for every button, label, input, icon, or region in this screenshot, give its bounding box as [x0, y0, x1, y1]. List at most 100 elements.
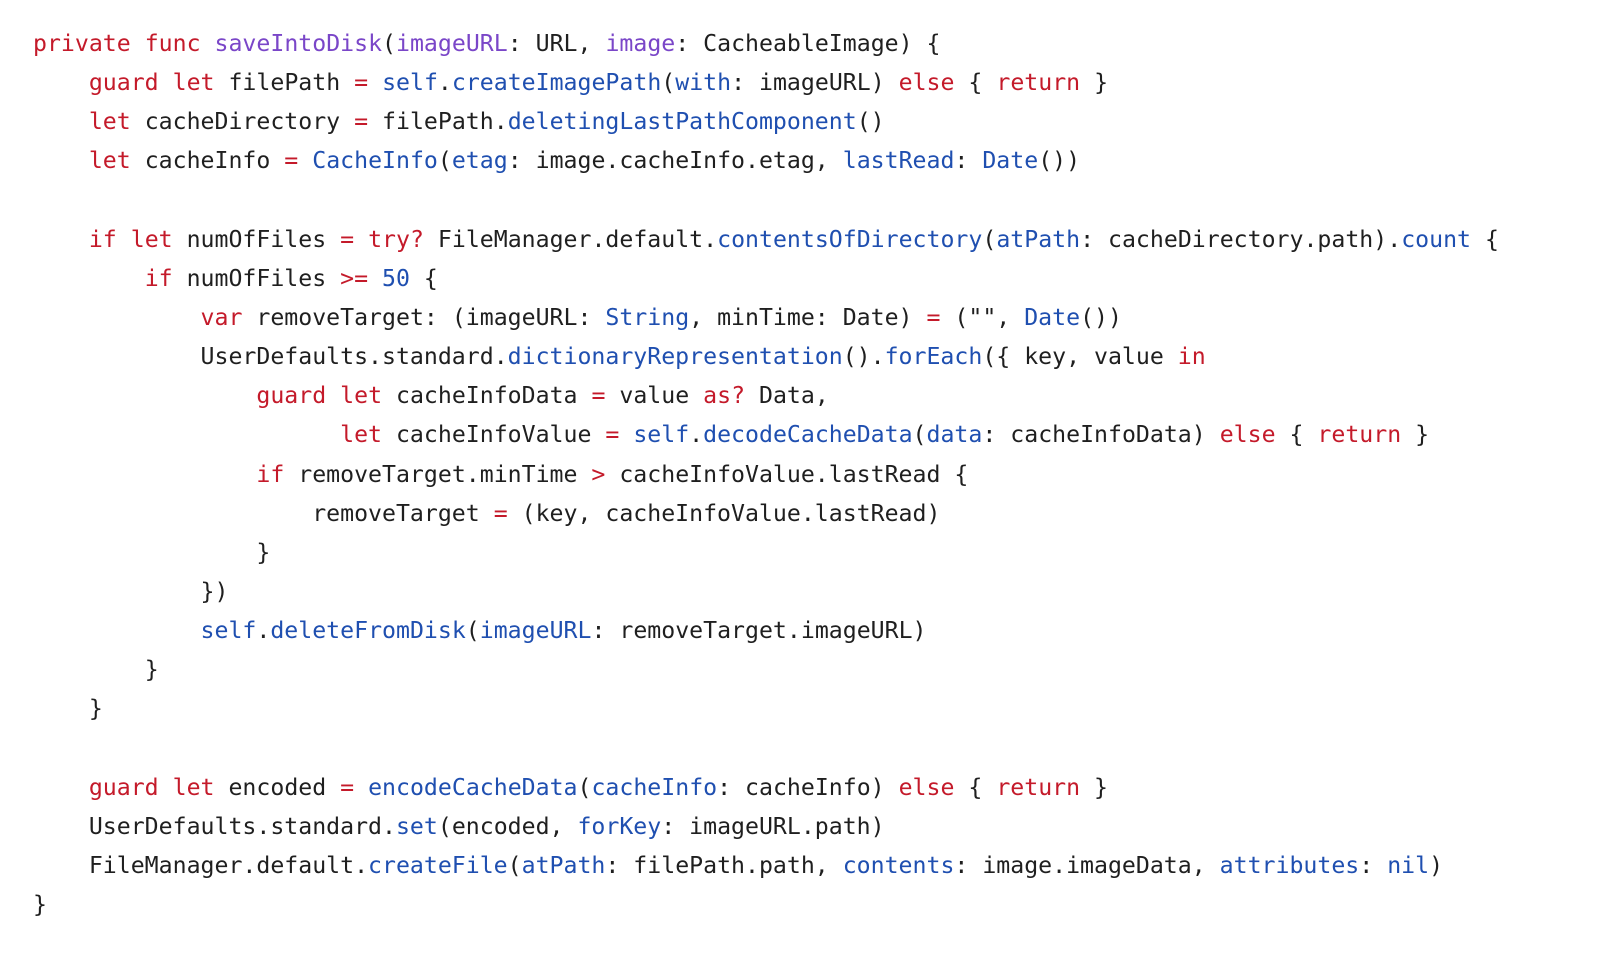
- code-token: as?: [703, 382, 746, 410]
- code-token: filePath: [214, 69, 355, 97]
- code-token: [354, 226, 368, 253]
- code-indent: [33, 695, 89, 722]
- code-token: .: [256, 617, 271, 645]
- code-token: self: [200, 617, 257, 645]
- code-line: }: [33, 885, 1499, 924]
- code-token: deleteFromDisk: [270, 617, 466, 645]
- code-token: encoded: [214, 773, 341, 801]
- code-token: String: [605, 303, 690, 331]
- code-token: [131, 30, 145, 57]
- code-token: }): [200, 577, 229, 605]
- code-token: removeTarget: (imageURL:: [242, 303, 606, 331]
- code-token: imageURL: [479, 617, 592, 645]
- code-indent: [33, 343, 201, 370]
- code-token: cacheInfoData: [382, 382, 592, 410]
- code-token: lastRead: [842, 147, 955, 175]
- code-token: numOfFiles: [172, 264, 341, 292]
- code-line: [33, 729, 1499, 768]
- code-token: }: [33, 891, 47, 919]
- code-token: contents: [842, 851, 955, 879]
- code-line: }: [33, 689, 1499, 728]
- code-token: {: [409, 264, 438, 292]
- code-token: {: [954, 69, 997, 97]
- code-token: let: [172, 69, 215, 97]
- code-token: : cacheDirectory.path).: [1080, 225, 1402, 253]
- code-token: nil: [1387, 851, 1430, 879]
- code-token: >: [591, 460, 606, 488]
- code-line: guard let encoded = encodeCacheData(cach…: [33, 768, 1499, 807]
- code-token: >=: [340, 264, 369, 292]
- code-indent: [33, 578, 201, 605]
- code-indent: [33, 852, 89, 879]
- code-line: if removeTarget.minTime > cacheInfoValue…: [33, 455, 1499, 494]
- code-token: =: [354, 69, 369, 97]
- code-indent: [33, 226, 89, 253]
- code-line: let cacheInfo = CacheInfo(etag: image.ca…: [33, 141, 1499, 180]
- code-token: [159, 69, 173, 96]
- code-token: , minTime: Date): [689, 303, 927, 331]
- code-token: {: [1275, 421, 1318, 449]
- code-line: removeTarget = (key, cacheInfoValue.last…: [33, 494, 1499, 533]
- code-token: cacheInfoValue.lastRead {: [605, 460, 969, 488]
- code-token: encodeCacheData: [368, 773, 578, 801]
- code-token: filePath.: [368, 108, 508, 136]
- code-token: (: [661, 69, 676, 97]
- code-token: UserDefaults.standard.: [200, 343, 508, 371]
- code-token: createImagePath: [451, 69, 662, 97]
- code-token: set: [395, 812, 438, 840]
- code-token: value: [605, 382, 704, 410]
- code-token: UserDefaults.standard.: [88, 812, 396, 840]
- code-token: dictionaryRepresentation: [507, 343, 843, 371]
- code-token: private: [33, 30, 131, 57]
- code-token: FileManager.default.: [88, 851, 369, 879]
- code-token: cacheDirectory: [130, 108, 355, 136]
- code-token: if: [144, 264, 173, 292]
- code-token: (: [912, 421, 927, 449]
- code-token: }: [1080, 69, 1109, 97]
- code-token: guard: [88, 773, 159, 801]
- code-token: : removeTarget.imageURL): [591, 617, 927, 645]
- code-indent: [33, 382, 256, 409]
- code-line: if numOfFiles >= 50 {: [33, 259, 1499, 298]
- code-indent: [33, 304, 201, 331]
- code-token: {: [1471, 225, 1499, 253]
- code-token: : filePath.path,: [605, 851, 843, 879]
- code-line: private func saveIntoDisk(imageURL: URL,…: [33, 24, 1499, 63]
- code-token: [368, 69, 382, 96]
- code-token: (: [577, 773, 592, 801]
- code-line: var removeTarget: (imageURL: String, min…: [33, 298, 1499, 337]
- code-token: return: [996, 773, 1081, 801]
- code-token: (): [856, 108, 885, 136]
- code-line: guard let filePath = self.createImagePat…: [33, 63, 1499, 102]
- code-token: Date: [982, 147, 1039, 175]
- code-token: [298, 147, 312, 174]
- code-indent: [33, 147, 89, 174]
- code-token: let: [130, 225, 173, 253]
- code-token: guard: [88, 69, 159, 97]
- code-token: Data,: [745, 382, 829, 410]
- code-token: =: [284, 147, 299, 175]
- code-line: }): [33, 572, 1499, 611]
- code-token: =: [605, 421, 620, 449]
- code-token: createFile: [368, 851, 508, 879]
- code-token: guard: [256, 382, 327, 410]
- code-token: ().: [842, 343, 885, 371]
- code-token: return: [1317, 421, 1402, 449]
- code-indent: [33, 656, 145, 683]
- code-token: deletingLastPathComponent: [507, 108, 857, 136]
- code-token: in: [1177, 343, 1206, 371]
- code-token: image: [605, 30, 676, 57]
- code-token: atPath: [521, 851, 606, 879]
- code-line: FileManager.default.createFile(atPath: f…: [33, 846, 1499, 885]
- code-token: =: [340, 225, 355, 253]
- code-line: let cacheDirectory = filePath.deletingLa…: [33, 102, 1499, 141]
- code-token: removeTarget.minTime: [284, 460, 592, 488]
- code-line: UserDefaults.standard.set(encoded, forKe…: [33, 807, 1499, 846]
- code-token: let: [88, 147, 131, 175]
- code-indent: [33, 774, 89, 801]
- code-token: [117, 226, 131, 253]
- code-token: .: [437, 69, 452, 97]
- code-indent: [33, 813, 89, 840]
- code-token: else: [898, 773, 955, 801]
- code-token: ()): [1038, 147, 1081, 175]
